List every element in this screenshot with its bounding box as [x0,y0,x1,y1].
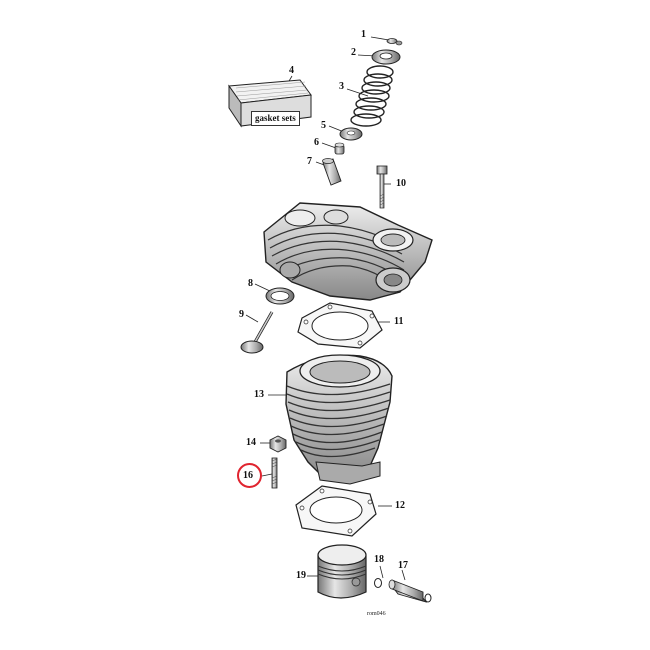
part-13-cylinder [285,354,393,485]
part-12-base-gasket [295,485,377,537]
callout-18: 18 [374,554,384,565]
cylinder-head [263,202,433,301]
part-17-wrist-pin [388,579,432,603]
part-8-seat-ring [265,287,295,305]
callout-17: 17 [398,560,408,571]
callout-16: 16 [243,470,253,481]
callout-12: 12 [395,500,405,511]
callout-13: 13 [254,389,264,400]
part-7-valve-guide [322,158,342,186]
part-16-stud [271,457,278,489]
part-10-head-bolt [376,165,388,209]
callout-6: 6 [314,137,319,148]
part-18-pin-clip [374,578,382,588]
callout-7: 7 [307,156,312,167]
part-9-valve [240,311,274,354]
callout-8: 8 [248,278,253,289]
callout-10: 10 [396,178,406,189]
callout-4: 4 [289,65,294,76]
callout-14: 14 [246,437,256,448]
part-2-retainer [371,49,401,65]
part-19-piston [317,544,367,599]
part-5-spring-seat [339,127,363,141]
part-1-keeper [386,38,403,46]
callout-19: 19 [296,570,306,581]
callout-1: 1 [361,29,366,40]
callout-3: 3 [339,81,344,92]
part-6-valve-seal [334,142,345,155]
callout-11: 11 [394,316,404,327]
callout-9: 9 [239,309,244,320]
gasket-sets-label: gasket sets [251,111,300,126]
leader-lines [245,36,406,581]
part-14-nut [269,435,287,453]
callout-2: 2 [351,47,356,58]
highlight-ring [237,463,262,488]
diagram-code: rom046 [367,611,386,617]
part-3-valve-spring [350,65,394,127]
part-11-head-gasket [297,302,383,349]
callout-5: 5 [321,120,326,131]
